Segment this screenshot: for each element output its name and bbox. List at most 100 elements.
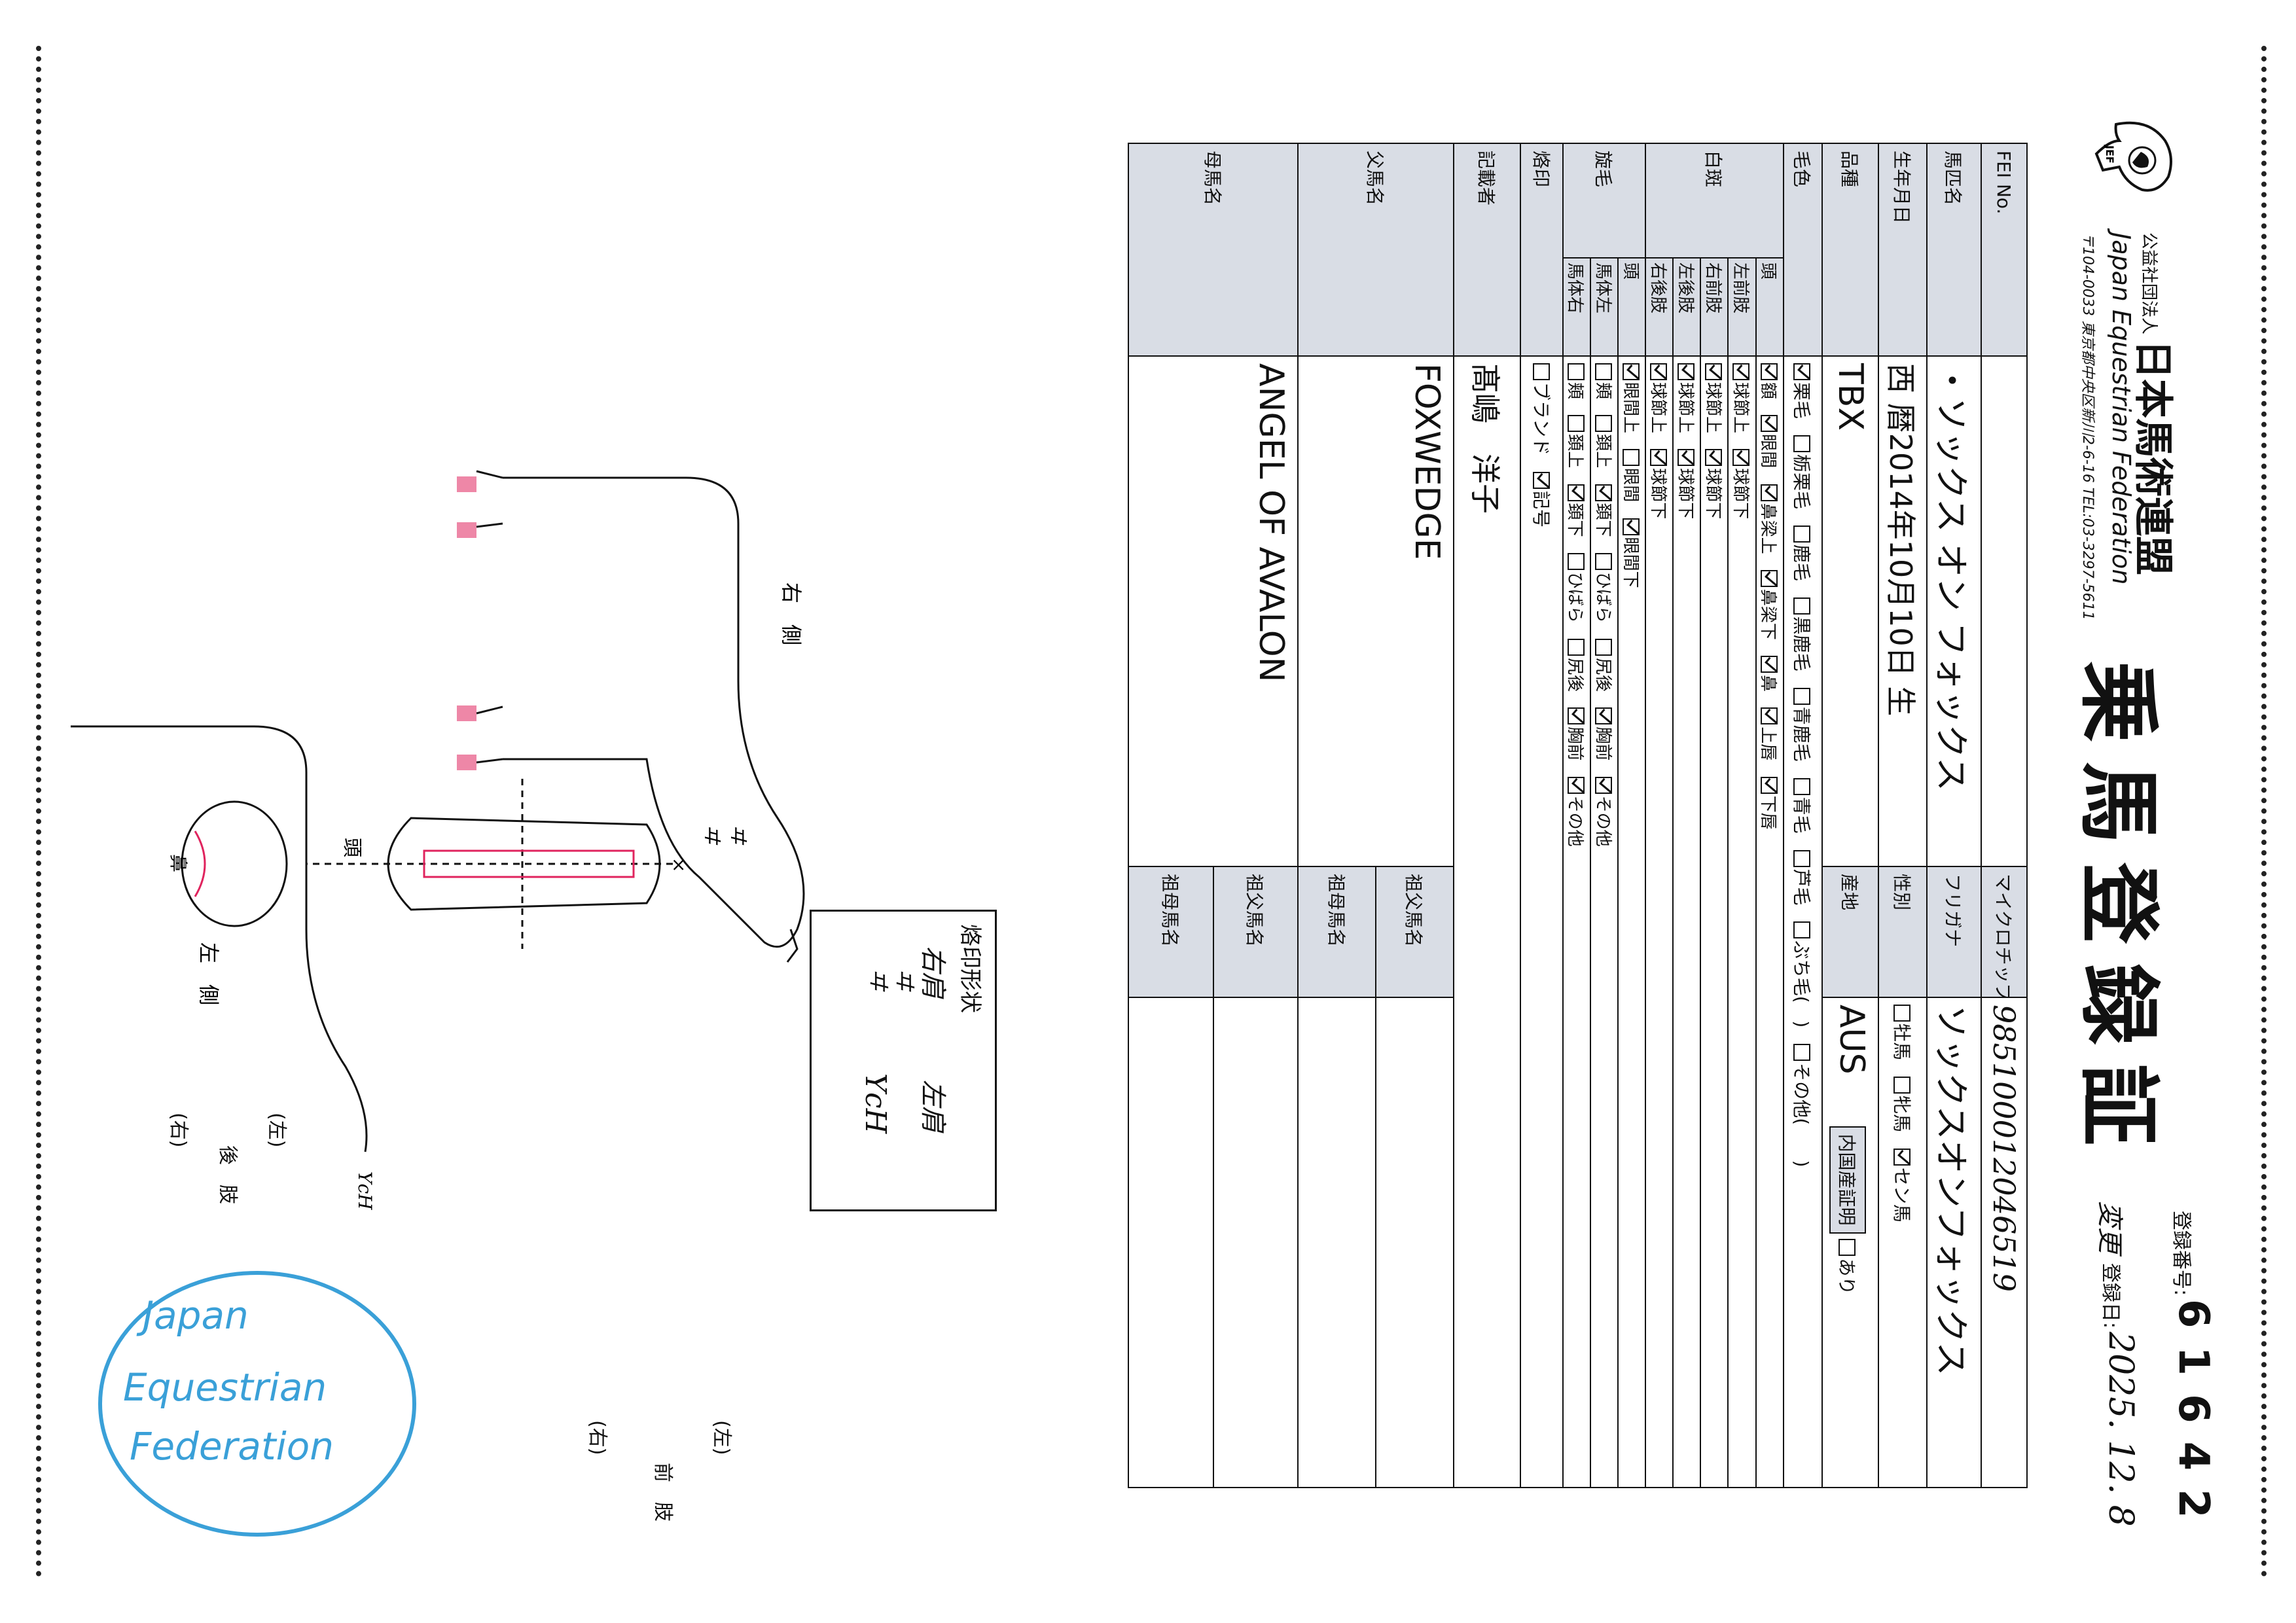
whorl-option[interactable]: 眼間下 [1621,518,1640,588]
front-legs-label: 前 肢 [651,1463,674,1522]
stamp-line-1: Japan [136,1293,249,1338]
marking-option[interactable]: 鼻梁下 [1758,569,1778,640]
checked-checkbox-icon [1650,363,1668,381]
horse-nose-icon: 鼻 [169,800,288,927]
checked-checkbox-icon [1677,363,1695,381]
coat-option[interactable]: ぶち毛( ) [1791,921,1812,1027]
coat-option[interactable]: 鹿毛 [1791,525,1812,581]
marking-option[interactable]: 球節下 [1703,449,1723,519]
whorl-option[interactable]: その他 [1565,776,1585,847]
fei-label: FEI No. [1981,143,2027,357]
coat-option[interactable]: 栗毛 [1791,363,1812,419]
coat-option[interactable]: 芦毛 [1791,849,1812,906]
checkbox-icon [1567,552,1585,570]
marking-option[interactable]: 下唇 [1758,776,1778,830]
whorl-option[interactable]: 尻後 [1565,639,1585,692]
marking-option[interactable]: 眼間 [1758,415,1778,468]
sex-option-mare[interactable]: 牝馬 [1891,1076,1912,1132]
whorl-option[interactable]: その他 [1593,776,1613,847]
checked-checkbox-icon [1760,656,1778,673]
checked-checkbox-icon [1532,471,1550,489]
coat-option[interactable]: 栃栗毛 [1791,435,1812,509]
whorl-option[interactable]: 頚上 [1593,415,1613,468]
checked-checkbox-icon [1595,484,1613,501]
checked-checkbox-icon [1760,363,1778,381]
reg-no-label: 登録番号: [2170,1211,2193,1296]
row-name: 馬匹名 ・ソックス オン フォックス フリガナ ソックスオンフォックス [1926,143,1981,1488]
checkbox-icon [1595,552,1613,570]
sex-option-stallion[interactable]: 牡馬 [1891,1005,1912,1060]
whorl-options: 頬 頚上 頚下 ひばら 尻後 胸前 その他 [1590,356,1619,1488]
brand-option[interactable]: ブランド [1530,363,1552,455]
sex-option-gelding[interactable]: セン馬 [1891,1148,1912,1222]
recorder-label: 記載者 [1453,143,1521,357]
checkbox-icon [1567,639,1585,656]
marking-option[interactable]: 球節上 [1703,363,1723,433]
whorl-option[interactable]: 胸前 [1565,707,1585,760]
origin-cell: AUS 内国産証明 あり [1822,997,1879,1488]
checked-checkbox-icon [1677,449,1695,467]
checked-checkbox-icon [1760,484,1778,501]
marking-option[interactable]: 鼻 [1758,656,1778,692]
sire-value: FOXWEDGE [1298,356,1454,867]
checkbox-icon [1793,849,1811,867]
horse-name-label: 馬匹名 [1926,143,1981,357]
brand-options: ブランド 記号 [1520,356,1563,1488]
marking-option[interactable]: 球節上 [1731,363,1750,433]
coat-option[interactable]: 黒鹿毛 [1791,597,1812,671]
org-name-jp: 公益社団法人日本馬術連盟 [2128,232,2185,575]
whorl-option[interactable]: ひばら [1593,552,1613,623]
row-marking-head: 白斑 頭 額 眼間 鼻梁上 鼻梁下 鼻 上唇 下唇 [1645,143,1784,1488]
coat-option[interactable]: その他( ) [1791,1044,1812,1168]
dam-value: ANGEL OF AVALON [1128,356,1299,867]
whorl-option[interactable]: 頚下 [1593,484,1613,537]
whorl-option[interactable]: 眼間上 [1621,363,1640,433]
whorl-part: 馬体右 [1562,258,1590,357]
marking-option[interactable]: 額 [1758,363,1778,399]
whorl-option[interactable]: 頬 [1593,363,1613,399]
dam-granddam-value [1128,997,1213,1488]
whorl-option[interactable]: 頚下 [1565,484,1585,537]
top-dotted-border [2261,46,2267,1577]
whorl-option[interactable]: 頬 [1565,363,1585,399]
whorl-option[interactable]: ひばら [1565,552,1585,623]
org-prefix: 公益社団法人 [2139,232,2159,335]
marking-option[interactable]: 球節上 [1676,363,1695,433]
checked-checkbox-icon [1595,776,1613,794]
coat-options: 栗毛 栃栗毛 鹿毛 黒鹿毛 青鹿毛 青毛 芦毛 ぶち毛( ) その他( ) [1783,356,1822,1488]
marking-option[interactable]: 上唇 [1758,707,1778,760]
checked-checkbox-icon [1732,363,1750,381]
checked-checkbox-icon [1760,776,1778,794]
whorl-option[interactable]: 頚上 [1565,415,1585,468]
brand-option[interactable]: 記号 [1530,471,1552,527]
horse-head-front-icon: 頭 [306,779,673,949]
marking-option[interactable]: 球節上 [1648,363,1668,433]
marking-options: 球節上 球節下 [1728,356,1756,1488]
dam-label: 母馬名 [1128,143,1299,357]
reg-date-label: 登録日: [2099,1263,2122,1329]
marking-options: 球節上 球節下 [1700,356,1729,1488]
marking-part: 左後肢 [1673,258,1701,357]
stamp-line-3: Federation [130,1424,334,1469]
marking-part: 頭 [1755,258,1784,357]
marking-option[interactable]: 球節下 [1731,449,1750,519]
marking-option[interactable]: 球節下 [1676,449,1695,519]
coat-option[interactable]: 青毛 [1791,777,1812,834]
mark-left-shoulder: YcH [354,1171,376,1210]
front-right-label-2: (右) [586,1420,609,1455]
row-whorl-head: 旋毛 頭 眼間上 眼間 眼間下 [1562,143,1646,1488]
domestic-cert-option[interactable]: あり [1836,1239,1857,1295]
whorl-option[interactable]: 眼間 [1621,449,1640,502]
whorl-part: 頭 [1618,258,1646,357]
hind-legs-label: 後 肢 [216,1145,239,1204]
domestic-cert-label: 内国産証明 [1829,1126,1867,1234]
birth-value: 西 暦2014年10月10日 生 [1878,356,1927,867]
whorl-option[interactable]: 尻後 [1593,639,1613,692]
document-title: 乗馬登録証 [2071,661,2165,1166]
coat-option[interactable]: 青鹿毛 [1791,687,1812,762]
marking-option[interactable]: 鼻梁上 [1758,484,1778,554]
recorder-value: 髙嶋 洋子 [1453,356,1521,1488]
granddam-label: 祖母馬名 [1298,866,1376,998]
marking-option[interactable]: 球節下 [1648,449,1668,519]
whorl-option[interactable]: 胸前 [1593,707,1613,760]
